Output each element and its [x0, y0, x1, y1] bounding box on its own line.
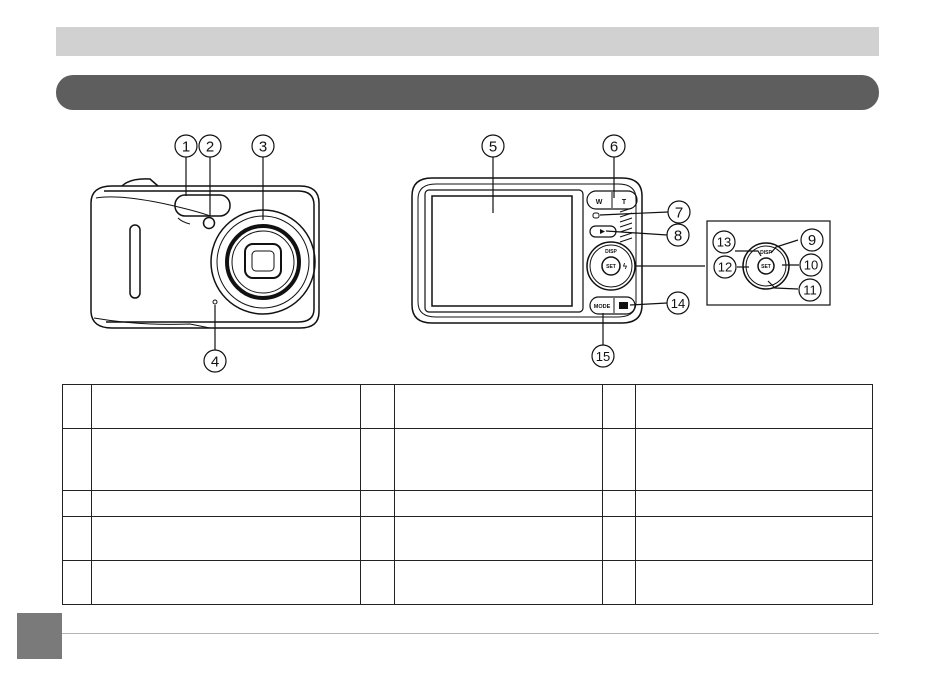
callout-11 [798, 278, 822, 302]
table-cell [635, 384, 873, 429]
callout-11-number: 11 [803, 283, 817, 298]
table-row [62, 490, 873, 517]
parts-table [62, 384, 873, 605]
zoom-wide-label: W [596, 199, 603, 206]
disp-label: DISP [605, 249, 617, 255]
table-cell [635, 516, 873, 561]
callout-14 [666, 291, 690, 315]
table-cell [91, 516, 361, 561]
table-cell [635, 560, 873, 605]
callout-12-number: 12 [718, 260, 732, 275]
table-cell [394, 516, 603, 561]
dial-set-label: SET [761, 264, 771, 270]
callout-13-number: 13 [717, 235, 731, 250]
callout-4-number: 4 [211, 354, 219, 371]
zoom-tele-label: T [622, 199, 627, 206]
table-cell [91, 560, 361, 605]
callout-5-number: 5 [489, 139, 497, 156]
callout-7 [667, 200, 691, 224]
callout-13 [712, 230, 736, 254]
callout-2 [198, 134, 222, 158]
callout-9 [800, 228, 824, 252]
callout-5 [481, 134, 505, 158]
callout-3 [251, 134, 275, 158]
lcd-screen [431, 195, 573, 307]
mode-delete-buttons [589, 296, 636, 315]
set-label: SET [606, 264, 616, 270]
table-cell [62, 428, 92, 491]
camera-illustration: 1 2 3 4 W T DISP SET MODE ϟ [90, 134, 831, 373]
callout-8 [666, 223, 690, 247]
callout-1-number: 1 [182, 139, 190, 156]
table-cell [602, 428, 636, 491]
flash-symbol: ϟ [623, 262, 628, 271]
callout-15 [591, 344, 615, 368]
table-cell [602, 560, 636, 605]
camera-back-view [411, 177, 643, 324]
table-cell [62, 384, 92, 429]
callout-10 [799, 253, 823, 277]
table-cell [394, 384, 603, 429]
table-cell [62, 490, 92, 517]
table-cell [91, 384, 361, 429]
callout-15-number: 15 [596, 349, 610, 364]
table-cell [602, 490, 636, 517]
callout-6-number: 6 [610, 139, 618, 156]
footer-divider [62, 633, 879, 634]
table-cell [91, 490, 361, 517]
callout-1 [174, 134, 198, 158]
af-assist-lamp [202, 216, 216, 230]
section-heading-bar [56, 75, 879, 110]
table-cell [635, 490, 873, 517]
table-cell [394, 560, 603, 605]
callout-9-number: 9 [808, 232, 816, 249]
zoom-button [586, 190, 638, 210]
callout-14-number: 14 [671, 296, 685, 311]
table-cell [360, 428, 395, 491]
table-row [62, 560, 873, 605]
callout-3-number: 3 [259, 139, 267, 156]
mode-label: MODE [594, 304, 611, 310]
table-row [62, 428, 873, 491]
camera-front-view [90, 178, 320, 329]
page-number-tab [17, 613, 62, 659]
table-cell [602, 384, 636, 429]
table-cell [635, 428, 873, 491]
callout-4 [203, 349, 227, 373]
callout-12 [713, 255, 737, 279]
table-cell [360, 516, 395, 561]
callout-7-number: 7 [675, 205, 683, 222]
table-cell [394, 490, 603, 517]
table-cell [360, 490, 395, 517]
table-cell [62, 516, 92, 561]
microphone-hole [212, 299, 218, 305]
flash-window [174, 194, 231, 217]
front-grip-slot [129, 224, 141, 299]
callout-6 [602, 134, 626, 158]
table-row [62, 384, 873, 429]
dial-detail-inset: DISP SET 13 9 12 10 11 [706, 220, 831, 306]
set-button [601, 256, 621, 276]
table-cell [602, 516, 636, 561]
table-cell [62, 560, 92, 605]
table-cell [394, 428, 603, 491]
table-cell [360, 384, 395, 429]
lcd-bezel [424, 189, 584, 313]
dial-disp-label: DISP [760, 250, 772, 256]
table-cell [91, 428, 361, 491]
indicator-led [592, 212, 600, 219]
header-bar [56, 27, 879, 56]
table-cell [360, 560, 395, 605]
callout-8-number: 8 [674, 228, 682, 245]
table-row [62, 516, 873, 561]
callout-10-number: 10 [804, 258, 818, 273]
callout-2-number: 2 [206, 139, 214, 156]
